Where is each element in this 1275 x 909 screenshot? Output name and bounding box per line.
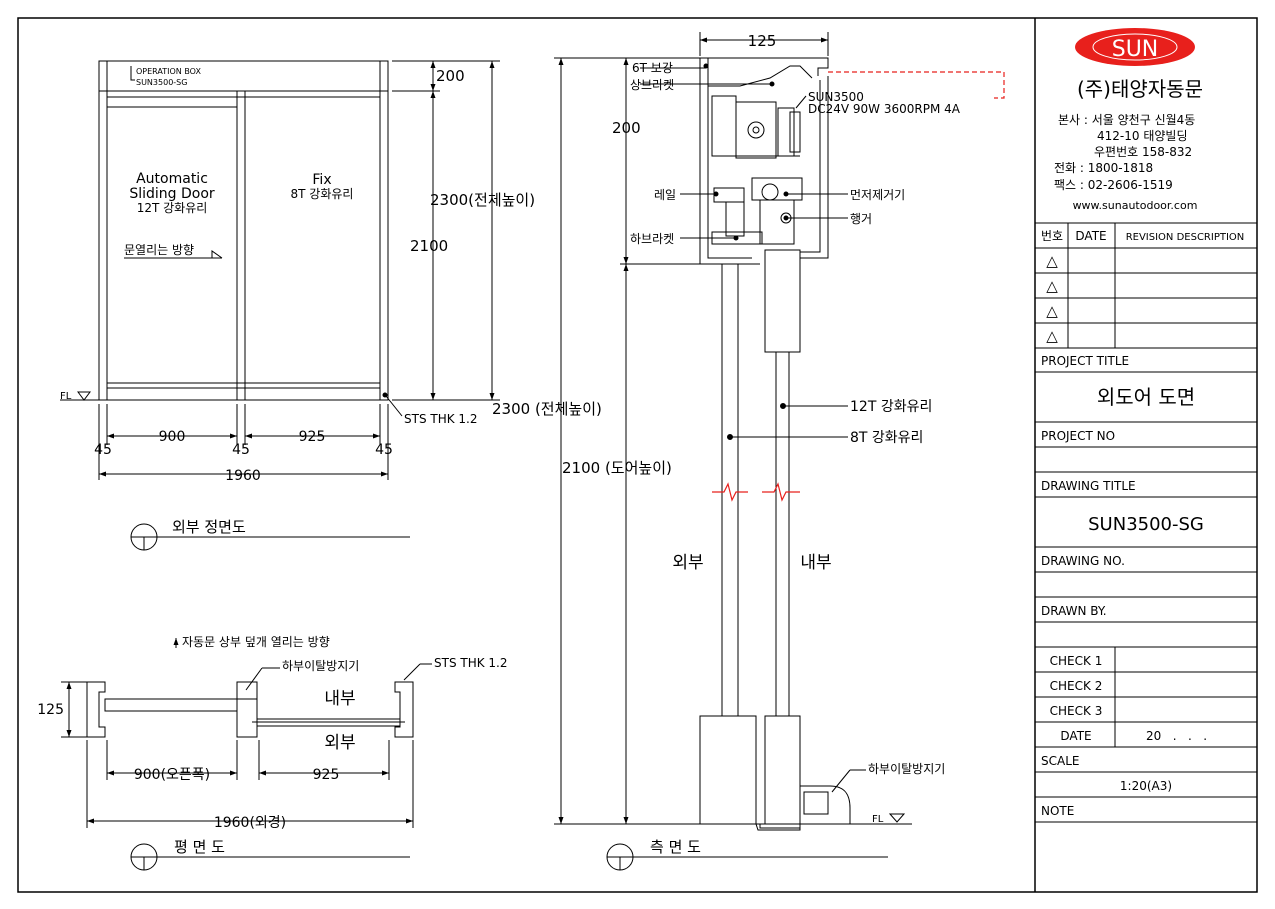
side-dim-125: 125 [748,32,777,50]
scale-value: 1:20(A3) [1120,779,1172,793]
side-fl-label: FL [872,814,884,825]
side-lower-bracket: 하브라켓 [630,232,674,246]
dim-2300: 2300(전체높이) [430,191,535,209]
auto-door-glass: 12T 강화유리 [137,201,208,215]
width-900: 900 [159,429,186,445]
drawing-border [17,17,1258,893]
width-45-mid: 45 [232,442,250,458]
plan-overall: 1960(외경) [214,815,286,831]
plan-dim-900: 900(오픈폭) [134,767,210,783]
front-view-text: OPERATION BOX SUN3500-SG Automatic Slidi… [60,67,535,536]
address-2: 412-10 태양빌딩 [1097,129,1187,143]
address-4: 전화 : 1800-1818 [1054,161,1153,175]
plan-sts: STS THK 1.2 [434,656,508,670]
fix-label: Fix [312,172,331,188]
rev-header-desc: REVISION DESCRIPTION [1126,232,1245,243]
plan-dim-925: 925 [313,767,340,783]
side-rail: 레일 [654,188,676,202]
website: www.sunautodoor.com [1073,199,1198,212]
plan-view [61,638,432,871]
plan-inside: 내부 [324,689,355,709]
front-view [60,60,500,551]
fl-label: FL [60,391,72,402]
side-view [554,32,912,871]
operation-box-label: OPERATION BOX [136,67,201,76]
rev-header-no: 번호 [1041,229,1063,243]
side-inside: 내부 [800,553,831,573]
address-1: 본사 : 서울 양천구 신월4동 [1058,112,1195,127]
width-45-right: 45 [375,442,393,458]
date-value: 20 . . . [1146,729,1207,743]
rev-mark-3: △ [1046,302,1058,320]
dim-200: 200 [436,67,465,85]
rev-mark-4: △ [1046,327,1058,345]
check-3-label: CHECK 3 [1050,704,1103,718]
title-block: SUN (주)태양자동문 본사 : 서울 양천구 신월4동 412-10 태양빌… [1035,28,1257,823]
cover-open-indicator [828,71,1005,99]
drawing-title: SUN3500-SG [1088,514,1204,535]
drawn-by-label: DRAWN BY. [1041,604,1107,618]
address-5: 팩스 : 02-2606-1519 [1054,178,1173,192]
break-lines [712,482,800,502]
rev-mark-1: △ [1046,252,1058,270]
plan-view-text: 자동문 상부 덮개 열리는 방향 125 하부이탈방지기 STS THK 1.2… [37,635,507,856]
rev-header-date: DATE [1075,229,1106,243]
side-motor-model: SUN3500 [808,90,864,104]
plan-outside: 외부 [324,733,355,753]
width-925: 925 [299,429,326,445]
plan-anti-fall: 하부이탈방지기 [282,659,359,673]
dim-2100: 2100 [410,237,448,255]
operation-box-model: SUN3500-SG [136,78,187,87]
plan-note: 자동문 상부 덮개 열리는 방향 [182,635,330,649]
project-no-label: PROJECT NO [1041,429,1115,443]
date-label: DATE [1060,729,1091,743]
company-name: (주)태양자동문 [1077,77,1203,101]
project-title-label: PROJECT TITLE [1041,354,1129,368]
front-view-title: 외부 정면도 [172,518,246,536]
side-dim-200: 200 [612,119,641,137]
side-outside: 외부 [672,553,703,573]
side-cover-label: 6T 보강 [632,61,673,75]
drawing-no-label: DRAWING NO. [1041,554,1125,568]
logo-text: SUN [1112,37,1159,62]
fix-glass: 8T 강화유리 [291,187,354,201]
overall-width: 1960 [225,468,261,484]
side-glass-8: 8T 강화유리 [850,430,923,446]
address-3: 우편번호 158-832 [1094,145,1192,159]
check-2-label: CHECK 2 [1050,679,1103,693]
plan-dim-125: 125 [37,702,64,718]
side-hanger: 행거 [850,211,872,226]
side-anti-fall: 하부이탈방지기 [868,762,945,776]
scale-label: SCALE [1041,754,1079,768]
check-1-label: CHECK 1 [1050,654,1103,668]
plan-view-title: 평 면 도 [174,838,225,856]
side-upper-bracket: 상브라켓 [630,78,674,92]
side-view-title: 측 면 도 [650,838,701,856]
width-45-left: 45 [94,442,112,458]
sts-label: STS THK 1.2 [404,412,478,426]
rev-mark-2: △ [1046,277,1058,295]
side-view-text: 125 6T 보강 상브라켓 SUN3500 DC24V 90W 3600RPM… [492,32,961,856]
note-label: NOTE [1041,804,1074,818]
drawing-title-label: DRAWING TITLE [1041,479,1136,493]
side-motor-spec: DC24V 90W 3600RPM 4A [808,102,961,116]
auto-door-label-2: Sliding Door [129,186,215,202]
side-dim-2100: 2100 (도어높이) [562,459,672,477]
side-dust: 먼저제거기 [850,188,905,202]
side-glass-12: 12T 강화유리 [850,399,932,415]
project-title: 외도어 도면 [1097,385,1195,409]
open-direction-label: 문열리는 방향 [124,243,194,257]
side-dim-2300: 2300 (전체높이) [492,400,602,418]
auto-door-label-1: Automatic [136,171,208,187]
